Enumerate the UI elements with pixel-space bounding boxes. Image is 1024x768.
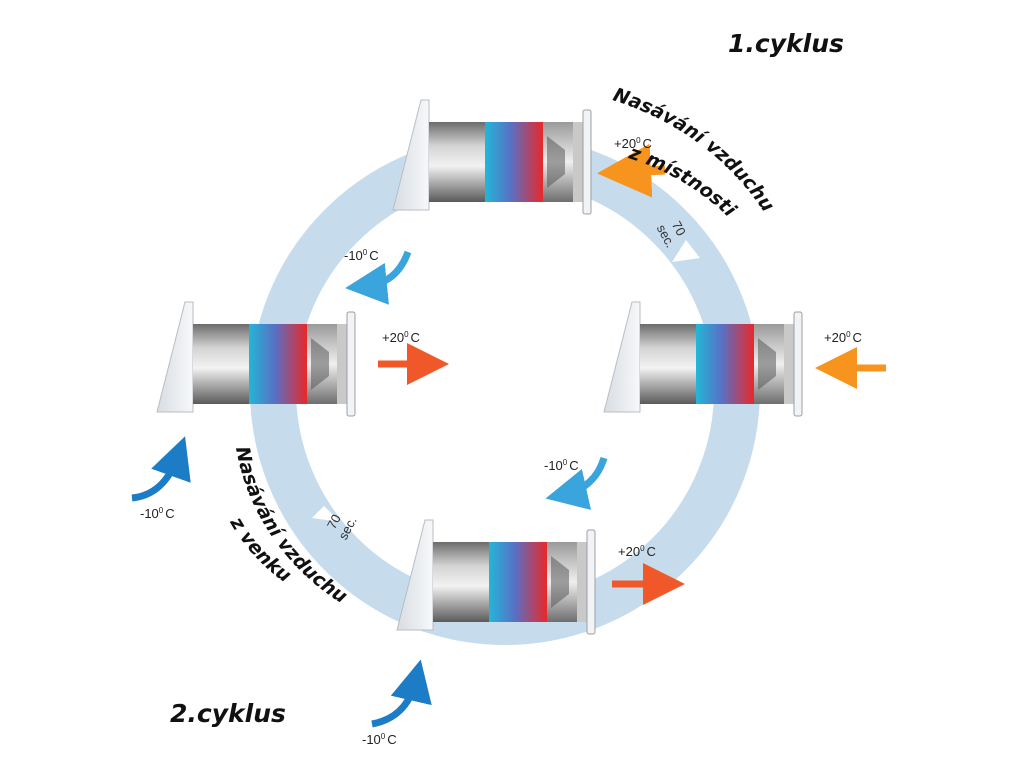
ring-direction-arrow-right: [672, 240, 700, 262]
top-intake-arrow: [597, 143, 666, 198]
cycle-title-2: 2.cyklus: [170, 699, 286, 728]
bottom-cold-arrow: [371, 659, 432, 728]
timer-right-value: 70: [669, 218, 689, 238]
left-cold-arrow: [131, 436, 191, 502]
ring-direction-arrow-left: [312, 506, 340, 522]
cycle-title-1: 1.cyklus: [728, 29, 844, 58]
unit-left: [156, 301, 356, 417]
top-cold-arrow: [345, 250, 412, 305]
right-cold-arrow: [545, 456, 608, 510]
unit-bottom: [396, 519, 596, 635]
unit-top: [392, 99, 592, 215]
timer-left-value: 70: [324, 512, 344, 532]
